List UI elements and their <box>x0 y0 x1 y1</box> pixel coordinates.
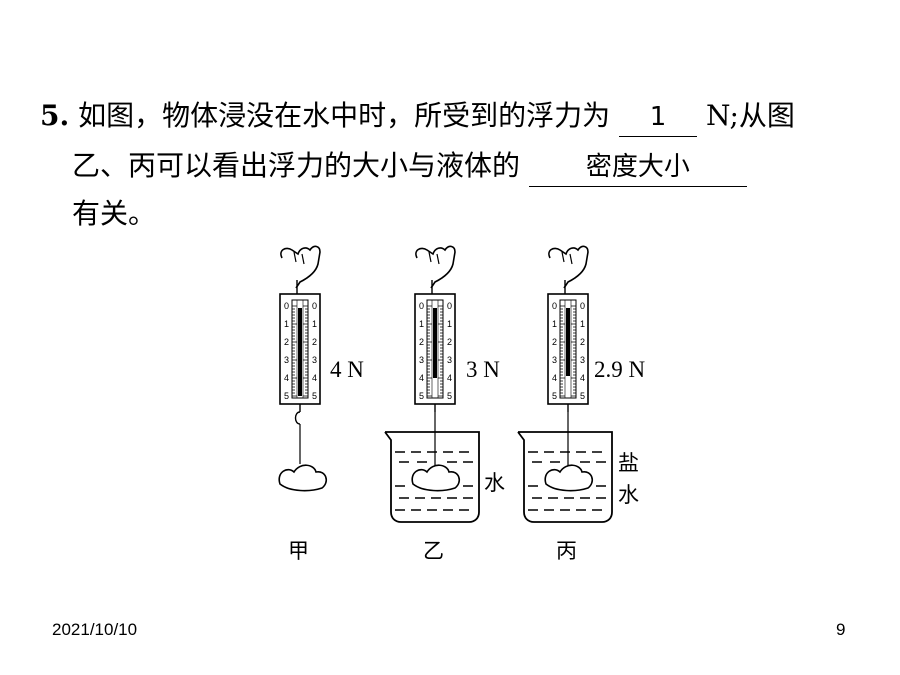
tick-yi-r-1: 1 <box>447 319 452 329</box>
tick-yi-l-3: 3 <box>419 355 424 365</box>
tick-yi-l-0: 0 <box>419 301 424 311</box>
tick-bing-l-3: 3 <box>552 355 557 365</box>
tick-yi-l-1: 1 <box>419 319 424 329</box>
tick-bing-l-2: 2 <box>552 337 557 347</box>
answer-1: 1 <box>649 102 667 132</box>
tick-bing-r-0: 0 <box>580 301 585 311</box>
label-yi: 乙 <box>423 539 444 563</box>
liquid-label-salt: 盐 <box>618 451 639 475</box>
tick-bing-r-4: 4 <box>580 373 585 383</box>
page-number: 9 <box>836 620 846 639</box>
tick-yi-r-0: 0 <box>447 301 452 311</box>
answer-blank-2: 密度大小 <box>528 147 747 187</box>
question-text-1: 如图，物体浸没在水中时，所受到的浮力为 <box>78 99 611 132</box>
tick-yi-r-2: 2 <box>447 337 452 347</box>
tick-jia-l-2: 2 <box>284 337 289 347</box>
liquid-label-water: 水 <box>484 471 505 495</box>
tick-jia-l-3: 3 <box>284 355 289 365</box>
spring-scale-yi <box>384 245 480 523</box>
figure: 0 0 1 1 2 2 3 3 4 4 5 5 0 0 1 1 2 2 3 3 … <box>278 245 646 563</box>
label-jia: 甲 <box>288 539 309 563</box>
reading-yi: 3 N <box>466 357 500 382</box>
spring-scale-jia <box>278 245 328 492</box>
object-bing <box>544 464 594 492</box>
object-yi <box>411 464 461 492</box>
question-text-4: 有关。 <box>72 197 157 230</box>
spring-scale-bing <box>517 245 613 523</box>
tick-yi-l-2: 2 <box>419 337 424 347</box>
label-bing: 丙 <box>556 539 577 563</box>
tick-yi-l-5: 5 <box>419 391 424 401</box>
scale-tick-labels: 0 0 1 1 2 2 3 3 4 4 5 5 0 0 1 1 2 2 3 3 … <box>284 301 585 401</box>
tick-bing-l-5: 5 <box>552 391 557 401</box>
reading-jia: 4 N <box>330 357 364 382</box>
tick-jia-r-1: 1 <box>312 319 317 329</box>
question-line-3: 有关。 <box>72 188 156 240</box>
tick-jia-l-5: 5 <box>284 391 289 401</box>
question-line-1: 5. 如图，物体浸没在水中时，所受到的浮力为 1 N;从图 <box>40 90 795 142</box>
question-line-2: 乙、丙可以看出浮力的大小与液体的 密度大小 <box>72 140 747 192</box>
tick-bing-r-2: 2 <box>580 337 585 347</box>
tick-bing-r-3: 3 <box>580 355 585 365</box>
tick-jia-l-0: 0 <box>284 301 289 311</box>
tick-yi-r-3: 3 <box>447 355 452 365</box>
tick-bing-r-1: 1 <box>580 319 585 329</box>
tick-jia-r-2: 2 <box>312 337 317 347</box>
footer-date: 2021/10/10 <box>52 620 138 639</box>
tick-jia-r-3: 3 <box>312 355 317 365</box>
tick-jia-r-4: 4 <box>312 373 317 383</box>
question-text-3: 乙、丙可以看出浮力的大小与液体的 <box>72 149 521 182</box>
tick-jia-r-5: 5 <box>312 391 317 401</box>
tick-yi-r-4: 4 <box>447 373 452 383</box>
beaker-bing <box>517 431 613 523</box>
answer-blank-1: 1 <box>619 97 698 137</box>
tick-bing-l-1: 1 <box>552 319 557 329</box>
question-text-2: N;从图 <box>705 99 795 132</box>
answer-2: 密度大小 <box>585 152 690 182</box>
tick-bing-r-5: 5 <box>580 391 585 401</box>
question-number: 5. <box>40 99 70 132</box>
tick-jia-l-4: 4 <box>284 373 289 383</box>
tick-jia-l-1: 1 <box>284 319 289 329</box>
liquid-label-salt-water: 水 <box>618 483 639 507</box>
tick-bing-l-0: 0 <box>552 301 557 311</box>
tick-jia-r-0: 0 <box>312 301 317 311</box>
tick-bing-l-4: 4 <box>552 373 557 383</box>
beaker-yi <box>384 431 480 523</box>
tick-yi-l-4: 4 <box>419 373 424 383</box>
reading-bing: 2.9 N <box>594 357 646 382</box>
object-jia <box>278 464 328 492</box>
tick-yi-r-5: 5 <box>447 391 452 401</box>
